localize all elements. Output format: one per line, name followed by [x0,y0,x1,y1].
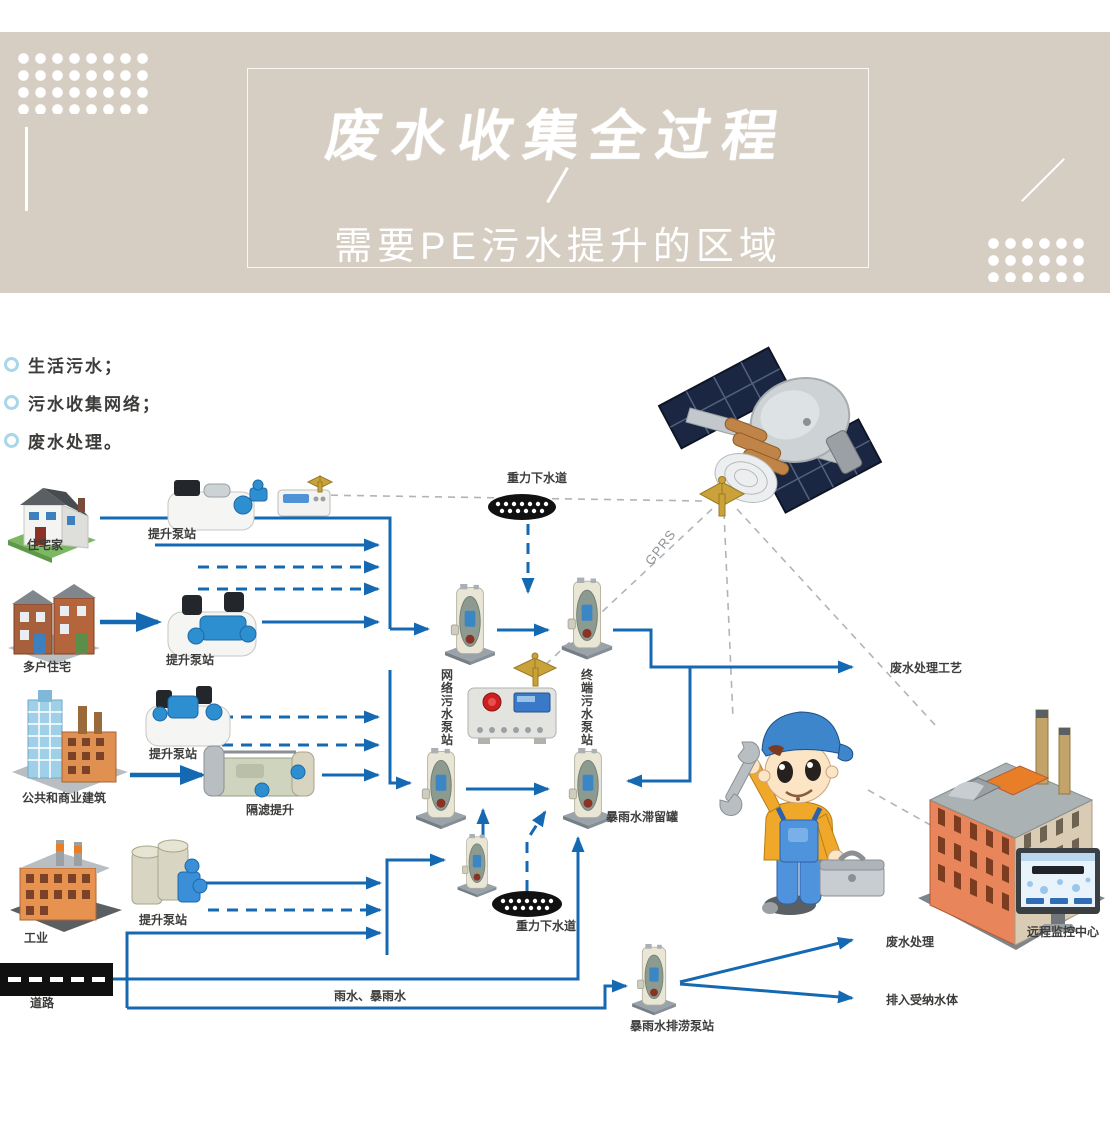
gprs-label: GPRS [642,527,679,568]
label-road: 道路 [30,995,55,1010]
manhole-cover-icon [492,891,562,917]
label-public-commercial: 公共和商业建筑 [22,790,106,805]
satellite-icon [657,346,883,514]
dot-grid-top-left [15,50,152,114]
label-treatment-process: 废水处理工艺 [890,660,962,675]
dot-grid-bottom-right [985,235,1088,282]
pump-well-icon [444,584,496,666]
page-subtitle: 需要PE污水提升的区域 [334,226,782,268]
label-lift-station: 提升泵站 [149,746,197,761]
industry-factory-icon [10,840,122,932]
label-gravity-sewer: 重力下水道 [516,918,576,933]
bullet-icon [4,395,19,410]
label-network-station: 网络污水泵站 [441,668,454,747]
pump-well-icon [561,577,613,660]
commercial-buildings-icon [12,690,128,794]
strain-lift-device-icon [203,745,315,798]
title-box: 废水收集全过程 需要PE污水提升的区域 [247,68,869,268]
pump-well-icon [415,748,467,830]
legend-item: 废水处理。 [4,428,161,453]
storm-drainage-well-icon [631,944,677,1016]
monitor-icon [1016,848,1100,932]
label-lift-station: 提升泵站 [148,526,196,541]
label-remote-center: 远程监控中心 [1027,924,1099,939]
antenna-icon [306,475,334,493]
lift-pump-station-icon [167,479,268,531]
header-left-line [25,127,28,211]
label-lift-station: 提升泵站 [139,912,187,927]
antenna-icon [698,476,746,517]
worker-illustration [719,711,885,915]
bullet-icon [4,433,19,448]
remote-controller-icon [277,489,331,517]
label-lift-station: 提升泵站 [166,652,214,667]
label-terminal-station: 终端污水泵站 [581,667,594,747]
residential-house-icon [8,488,96,563]
antenna-icon [512,652,558,687]
lift-pump-station-icon [145,686,231,747]
legend-item: 污水收集网络； [4,390,161,415]
tank-pump-station-icon [131,839,208,905]
manhole-cover-icon [488,494,556,520]
label-storm-retention: 暴雨水滞留罐 [605,809,678,824]
legend-label: 污水收集网络； [28,395,161,414]
label-gravity-sewer: 重力下水道 [507,470,567,485]
label-rain-storm: 雨水、暴雨水 [334,988,407,1003]
label-treatment: 废水处理 [886,934,934,949]
bullet-icon [4,357,19,372]
label-multi-family: 多户住宅 [23,659,71,674]
legend: 生活污水； 污水收集网络； 废水处理。 [4,352,161,466]
label-residential: 住宅家 [27,537,64,552]
road-icon [0,963,113,996]
label-industry: 工业 [24,930,48,945]
legend-label: 生活污水； [28,357,123,376]
flow-lines [100,516,854,1010]
label-receiving-water: 排入受纳水体 [886,992,959,1007]
pump-well-icon [457,834,497,898]
legend-item: 生活污水； [4,352,161,377]
label-strain-lift: 隔滤提升 [246,802,294,817]
diagram-labels: 住宅家 提升泵站 多户住宅 提升泵站 公共和商业建筑 提升泵站 隔滤提升 工业 … [22,470,1099,1033]
control-cabinet-icon [467,687,557,744]
header-band: 废水收集全过程 需要PE污水提升的区域 [0,32,1110,293]
lift-pump-station-icon [167,592,257,657]
multi-family-house-icon [8,584,100,664]
label-storm-drain-station: 暴雨水排涝泵站 [629,1018,714,1033]
legend-label: 废水处理。 [28,433,123,452]
